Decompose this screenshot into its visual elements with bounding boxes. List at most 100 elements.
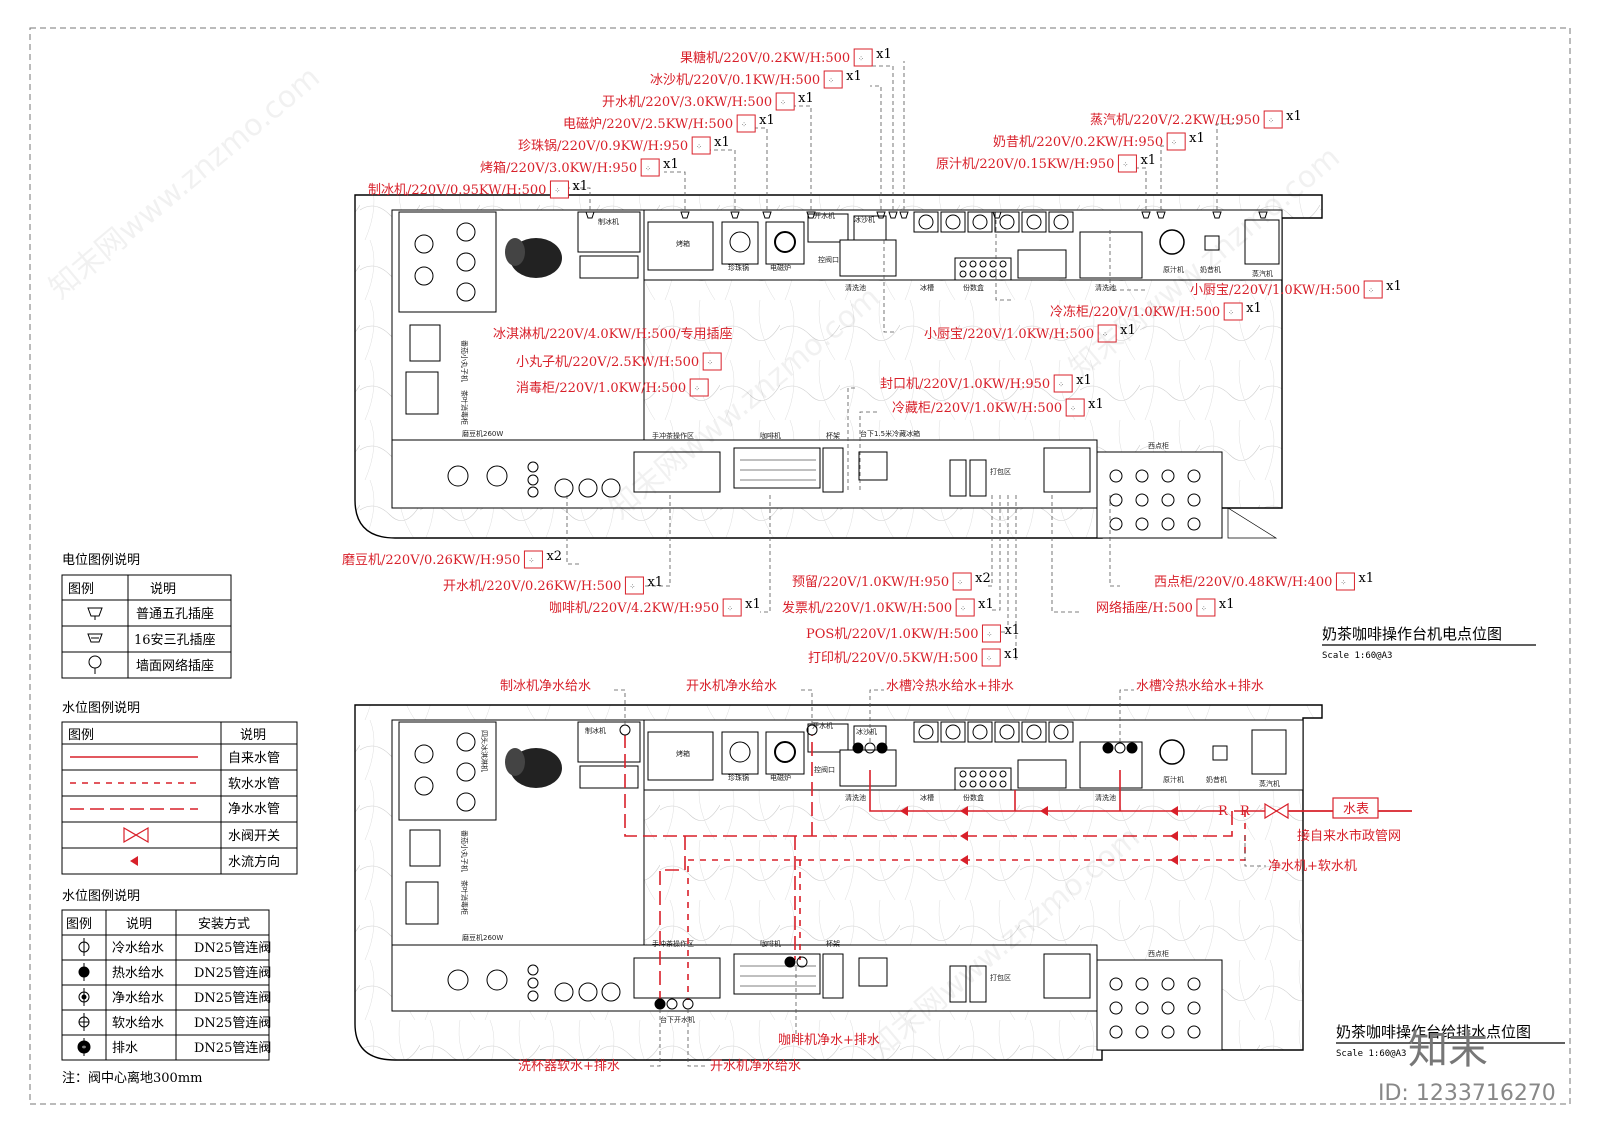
ice-cream-machine [398,211,497,313]
elec-qty-22: x1 [978,597,994,612]
elec-label-22: 发票机/220V/1.0KW/H:500 [782,600,952,616]
water-label-purifier: 净水机+软水机 [1268,859,1357,874]
equip-label-portion: 份数盒 [963,283,984,292]
socket-dots-icon: ⁘ [727,605,733,613]
elec-label-10: 小厨宝/220V/1.0KW/H:500 [1190,283,1360,298]
elec-qty-21: x2 [975,571,991,586]
water-meter-label: 水表 [1343,802,1369,817]
elec-label-14: 小丸子机/220V/2.5KW/H:500 [516,355,699,370]
equip-label-milkshake-b: 奶昔机 [1206,775,1227,784]
equip-label-pack-b: 打包区 [990,973,1011,982]
socket-box-icon [1196,598,1216,617]
socket-box-icon [1117,154,1137,173]
elec-qty-11: x1 [1246,301,1262,316]
elec-qty-3: x1 [759,113,775,128]
worker-figure [505,238,562,278]
legend-points-h0: 图例 [66,917,92,932]
image-id: ID: 1233716270 [1378,1081,1556,1106]
equip-label-juicer: 原汁机 [1163,265,1184,274]
socket-box-icon [853,48,873,67]
socket-dots-icon: ⁘ [1070,405,1076,413]
equip-label-milkshake: 奶昔机 [1200,265,1221,274]
ice-machine-box [577,211,641,253]
legend-points-r3-mount: DN25管连阀 [194,1015,271,1031]
elec-label-8: 奶昔机/220V/0.2KW/H:950 [993,135,1163,150]
legend-points: 水位图例说明 图例 说明 安装方式 冷水给水 DN25管连阀 热水给水 DN25… [61,889,271,1086]
equip-label-sink-b: 清洗池 [845,793,866,802]
juicer [1159,229,1185,255]
equip-label-pearl: 珍珠锅 [728,263,749,272]
pastry-cabinet [1109,469,1201,531]
elec-label-23: POS机/220V/1.0KW/H:500 [806,627,978,642]
socket-box-icon [523,550,543,569]
socket-dots-icon: ⁘ [629,583,635,591]
equip-label-grinder-b: 磨豆机260W [462,933,503,942]
pure-water-point-icon [78,988,90,1006]
elec-label-6: 制冰机/220V/0.95KW/H:500 [368,183,546,198]
equip-label-sink2-b: 清洗池 [1095,793,1116,802]
water-label-hotwater2: 开水机净水给水 [710,1059,801,1074]
socket-dots-icon: ⁘ [1268,117,1274,125]
equip-label-valve: 控阀口 [818,255,839,264]
elec-label-25: 西点柜/220V/0.48KW/H:400 [1154,575,1332,590]
equip-label-icecream-b: 四头冰淇淋机 [480,730,489,772]
legend-points-r4-desc: 排水 [112,1041,138,1056]
socket-dots-icon: ⁘ [960,605,966,613]
elec-label-7: 蒸汽机/220V/2.2KW/H:950 [1090,113,1260,128]
legend-points-note: 注：阀中心离地300mm [62,1070,202,1086]
socket-dots-icon: ⁘ [694,385,700,393]
legend-elec-r0: 普通五孔插座 [136,607,214,622]
equip-label-coffee-b: 咖啡机 [760,939,781,948]
elec-label-1: 冰沙机/220V/0.1KW/H:500 [650,73,820,88]
elec-label-0: 果糖机/220V/0.2KW/H:500 [680,50,850,66]
equip-label-steamer-b: 蒸汽机 [1259,779,1280,788]
elec-qty-7: x1 [1286,109,1302,124]
elec-qty-19: x1 [647,575,663,590]
elec-labels: 果糖机/220V/0.2KW/H:500 ⁘ x1 冰沙机/220V/0.1KW/H:… [342,47,1402,667]
socket-box-icon [1166,132,1186,151]
network-socket-icon [88,655,102,674]
socket-dots-icon: ⁘ [554,187,560,195]
socket-box-icon [640,158,660,177]
water-label-sink2: 水槽冷热水给水+排水 [1136,679,1264,694]
elec-qty-6: x1 [572,179,588,194]
legend-points-r0-mount: DN25管连阀 [194,940,271,956]
elec-qty-9: x1 [1140,153,1156,168]
socket-box-icon [1065,398,1085,417]
socket-box-icon [691,136,711,155]
equip-label-fridge: 台下1.5米冷藏冰箱 [860,429,920,438]
equip-label-steamer: 蒸汽机 [1252,269,1273,278]
elec-label-17: 冷藏柜/220V/1.0KW/H:500 [892,401,1062,416]
elec-label-19: 开水机/220V/0.26KW/H:500 [443,579,621,594]
equip-label-pack: 打包区 [990,467,1011,476]
legend-elec-title: 电位图例说明 [62,553,140,568]
elec-qty-5: x1 [663,157,679,172]
cold-water-point-icon [78,938,90,956]
valve-symbol [1264,802,1289,820]
equip-label-cuprack: 杯架 [826,431,840,440]
water-label-municipal: 接自来水市政管网 [1297,828,1401,844]
equip-label-shaver: 冰沙机 [854,215,875,224]
legend-points-h1: 说明 [126,917,152,932]
socket-box-icon [1223,302,1243,321]
socket-box-icon [952,572,972,591]
elec-qty-0: x1 [876,47,892,62]
equip-label-trough: 冰槽 [920,283,934,292]
socket-box-icon [1335,572,1355,591]
water-meter [1332,797,1379,819]
socket-dots-icon: ⁘ [1228,309,1234,317]
legend-points-title: 水位图例说明 [62,889,140,904]
equip-label-sink: 清洗池 [845,283,866,292]
equip-label-induction: 电磁炉 [770,263,791,272]
milkshake-machine [1204,235,1220,251]
equip-label-pourover-b: 手冲茶操作区 [652,939,694,948]
socket-dots-icon: ⁘ [1122,161,1128,169]
elec-label-15: 消毒柜/220V/1.0KW/H:500 [516,381,686,396]
legend-water: 水位图例说明 图例 说明 自来水管 软水水管 净水水管 水阀开关 水流方向 [61,701,298,875]
socket-dots-icon: ⁘ [1058,381,1064,389]
elec-qty-25: x1 [1358,571,1374,586]
equip-label-shaver-b: 冰沙机 [856,727,877,736]
socket-dots-icon: ⁘ [1102,331,1108,339]
equip-label-hotwater: 开水机 [814,211,835,220]
socket-dots-icon: ⁘ [828,77,834,85]
